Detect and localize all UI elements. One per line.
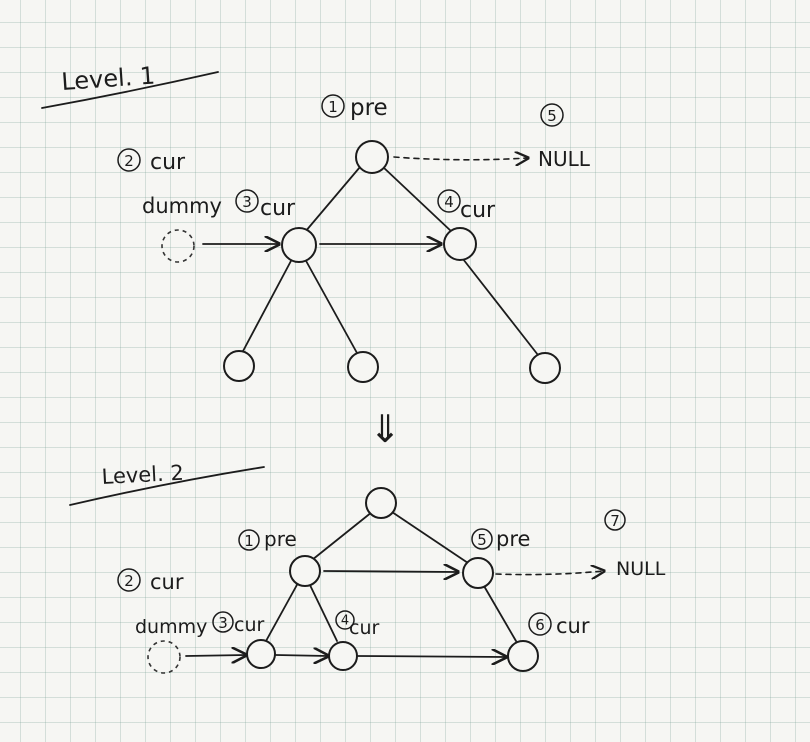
level1-mark-3: 3 xyxy=(235,189,259,213)
level1-dummy-label: dummy xyxy=(142,194,222,218)
level2-dummy-label: dummy xyxy=(135,616,207,638)
level2-title-underline xyxy=(69,466,265,506)
level2-cur-label-ll: cur xyxy=(234,614,264,636)
level2-title: Level. 2 xyxy=(101,461,184,489)
level2-cur-label-rr: cur xyxy=(556,614,590,638)
level2-leaf-lr xyxy=(328,641,358,671)
level1-root-node xyxy=(355,140,389,174)
level1-edge-root-right xyxy=(382,166,453,233)
level2-mark-3: 3 xyxy=(212,611,234,633)
level1-edge-right-r xyxy=(462,258,539,356)
level2-leaf-rr xyxy=(507,640,539,672)
svg-text:5: 5 xyxy=(477,531,487,549)
svg-text:2: 2 xyxy=(124,572,134,590)
svg-text:1: 1 xyxy=(328,98,338,116)
svg-text:1: 1 xyxy=(244,532,254,550)
svg-text:7: 7 xyxy=(610,512,620,530)
level2-arrow-dummy-to-node xyxy=(185,655,246,656)
level2-null-label: NULL xyxy=(616,558,666,580)
level2-cur-label-dummy: cur xyxy=(150,570,184,594)
level2-cur-label-lr: cur xyxy=(349,617,379,639)
level1-null-label: NULL xyxy=(538,147,591,171)
level2-edge-left-r xyxy=(308,582,338,642)
svg-text:3: 3 xyxy=(242,193,252,211)
level2-root-node xyxy=(365,487,397,519)
level2-edge-root-right xyxy=(391,511,469,564)
level2-left-node xyxy=(289,555,321,587)
level1-right-node xyxy=(443,227,477,261)
level2-arrow-ll-to-lr xyxy=(275,655,328,656)
level2-mark-2: 2 xyxy=(117,568,141,592)
level2-mark-4: 4 xyxy=(335,610,355,630)
svg-text:3: 3 xyxy=(218,614,228,632)
level1-dummy-node xyxy=(161,229,195,263)
level1-pre-label: pre xyxy=(350,95,388,121)
level1-leaf-ll xyxy=(223,350,255,382)
level2-arrow-lr-to-rr xyxy=(357,656,506,657)
level1-left-node xyxy=(281,227,317,263)
level1-cur-label-dummy: cur xyxy=(150,150,186,175)
level1-mark-2: 2 xyxy=(117,148,141,172)
level1-leaf-rr xyxy=(529,352,561,384)
svg-text:6: 6 xyxy=(535,616,545,634)
level1-mark-5: 5 xyxy=(540,103,564,127)
level1-leaf-lr xyxy=(347,351,379,383)
level1-arrow-root-to-null xyxy=(393,157,528,160)
level2-edge-left-l xyxy=(265,582,299,642)
level1-mark-4: 4 xyxy=(437,189,461,213)
level1-edge-left-lr xyxy=(304,258,358,354)
level2-mark-5: 5 xyxy=(471,528,493,550)
level2-mark-7: 7 xyxy=(604,509,626,531)
level2-edge-root-left xyxy=(311,511,373,561)
svg-text:5: 5 xyxy=(547,107,557,125)
level1-title-underline xyxy=(41,71,219,109)
level2-mark-1: 1 xyxy=(238,529,260,551)
level2-edge-right-r xyxy=(483,585,517,642)
level2-pre-label-left: pre xyxy=(264,527,297,551)
level2-dummy-node xyxy=(147,640,181,674)
level2-leaf-ll xyxy=(246,639,276,669)
level1-edge-root-left xyxy=(304,166,361,233)
svg-text:4: 4 xyxy=(341,614,349,629)
level1-cur-label-left: cur xyxy=(260,196,296,221)
level2-arrow-right-to-null xyxy=(495,571,604,575)
level1-edge-left-ll xyxy=(241,258,293,354)
svg-text:4: 4 xyxy=(444,193,454,211)
level1-title: Level. 1 xyxy=(60,62,156,96)
down-double-arrow-icon: ⇓ xyxy=(369,407,401,451)
level2-arrow-left-to-right xyxy=(323,571,458,572)
level2-pre-label-right: pre xyxy=(496,527,530,551)
svg-text:2: 2 xyxy=(124,152,134,170)
level2-mark-6: 6 xyxy=(528,612,552,636)
level1-cur-label-right: cur xyxy=(460,198,496,223)
level2-right-node xyxy=(462,557,494,589)
level1-mark-1: 1 xyxy=(321,94,345,118)
